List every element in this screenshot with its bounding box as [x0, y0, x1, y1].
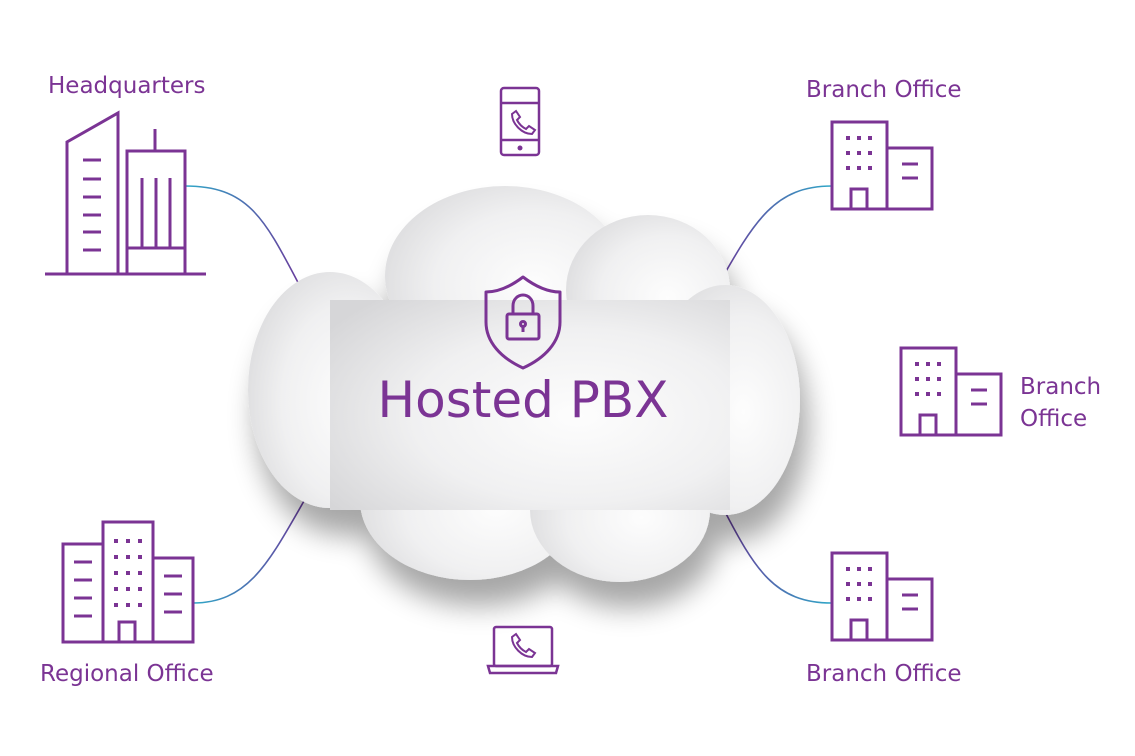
connector-headquarters — [184, 185, 303, 291]
shield-lock-icon — [484, 275, 562, 370]
regional-office-buildings-icon — [61, 520, 195, 644]
headquarters-building-icon — [45, 110, 206, 276]
branch-office-building-icon-middle — [899, 346, 1003, 437]
cloud-title: Hosted PBX — [377, 371, 669, 429]
label-branch-office-middle-line1: Branch — [1020, 374, 1102, 400]
laptop-phone-icon — [486, 625, 560, 675]
label-branch-office-bottom: Branch Office — [806, 661, 962, 687]
label-branch-office-middle-line2: Office — [1020, 406, 1088, 432]
label-branch-office-top: Branch Office — [806, 77, 962, 103]
cloud-shape — [248, 186, 800, 582]
branch-office-building-icon-bottom — [830, 551, 934, 642]
smartphone-phone-icon — [499, 86, 541, 157]
connector-branch-bottom — [721, 505, 833, 604]
connector-branch-top — [716, 185, 833, 288]
label-regional-office: Regional Office — [40, 661, 214, 687]
branch-office-building-icon-top — [830, 120, 934, 211]
label-headquarters: Headquarters — [48, 73, 206, 99]
connector-regional-office — [192, 493, 309, 604]
